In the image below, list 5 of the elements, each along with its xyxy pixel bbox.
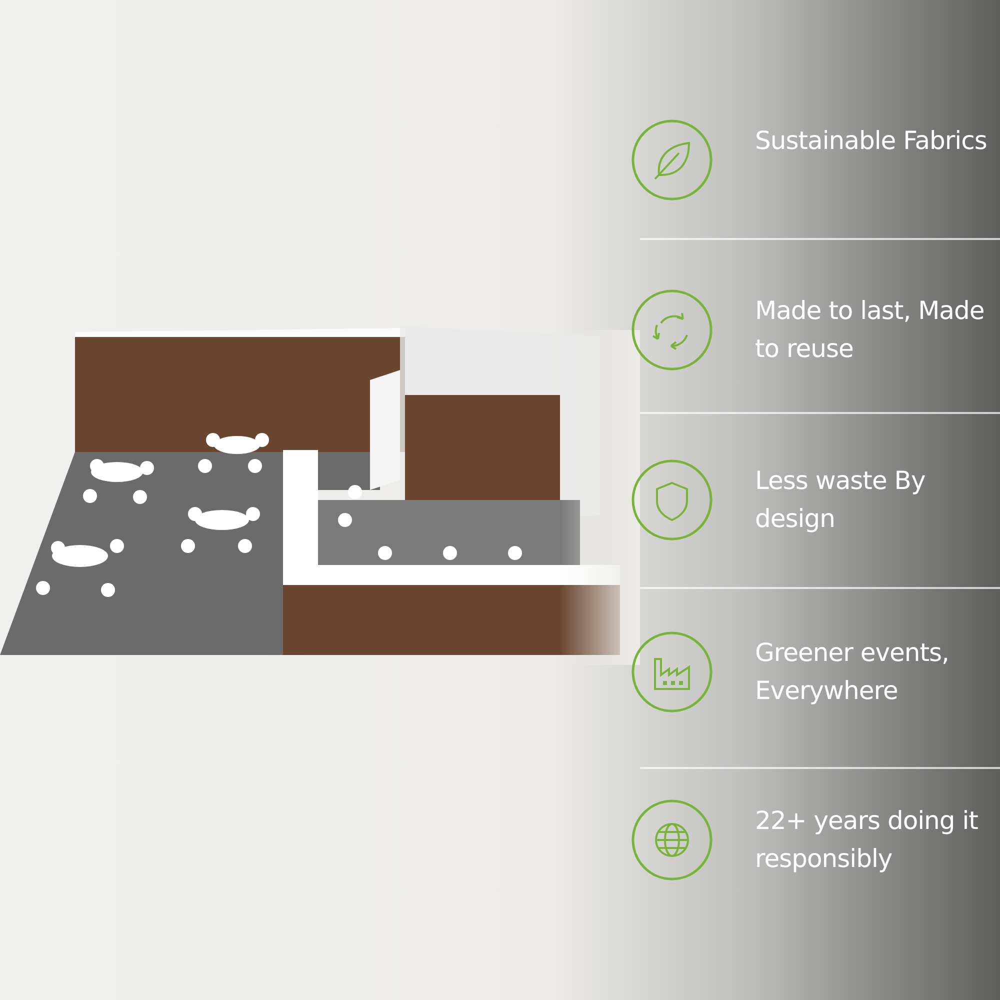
feature-text: Sustainable Fabrics bbox=[755, 125, 988, 157]
feature-text: Made to last, Made to reuse bbox=[755, 295, 986, 365]
feature-text: Greener events, Everywhere bbox=[755, 637, 950, 707]
feature-text: Less waste By design bbox=[755, 465, 926, 535]
feature-text: 22+ years doing it responsibly bbox=[755, 805, 979, 875]
